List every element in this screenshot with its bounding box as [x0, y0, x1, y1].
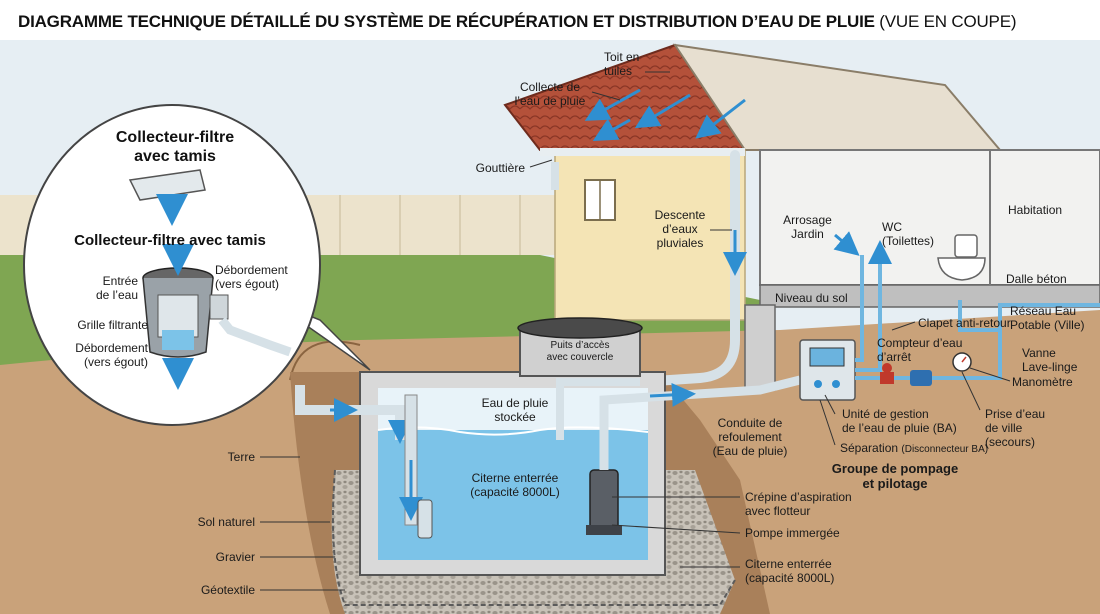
- label-separation-main: Séparation: [840, 441, 899, 455]
- label-reseau: Réseau Eau Potable (Ville): [1010, 304, 1085, 332]
- control-panel-icon: [799, 339, 856, 401]
- pressure-gauge-icon: [952, 352, 972, 372]
- label-dalle: Dalle béton: [1006, 272, 1067, 286]
- inset-heading: Collecteur-filtre avec tamis: [115, 129, 235, 165]
- label-compteur: Compteur d’eau d’arrêt: [877, 336, 963, 364]
- label-separation-detail: (Disconnecteur BA): [901, 444, 989, 455]
- label-terre: Terre: [227, 450, 255, 464]
- pump-icon: [586, 469, 622, 535]
- label-citerne-inside: Citerne enterrée (capacité 8000L): [470, 471, 560, 499]
- label-vanne: Vanne Lave-linge: [1022, 346, 1078, 374]
- label-wc: WC (Toilettes): [882, 220, 935, 248]
- label-sol: Sol naturel: [197, 515, 255, 529]
- label-groupe: Groupe de pompage et pilotage: [831, 461, 959, 491]
- label-pompe: Pompe immergée: [745, 526, 840, 540]
- valve-icon: [880, 363, 894, 384]
- house-interior: [759, 149, 1100, 286]
- title-sub: (VUE EN COUPE): [879, 12, 1017, 31]
- filter-collector-icon: [142, 267, 229, 358]
- inset-label-overflow: Débordement (vers égout): [215, 263, 288, 291]
- label-geotextile: Géotextile: [200, 583, 255, 597]
- label-descente: Descente d’eaux pluviales: [654, 208, 706, 250]
- access-cover: [517, 317, 643, 339]
- inset-heading-2: Collecteur-filtre avec tamis: [74, 232, 266, 249]
- downpipe: [635, 150, 740, 387]
- label-citerne-out: Citerne enterrée (capacité 8000L): [745, 557, 835, 585]
- label-puits: Puits d’accès avec couvercle: [546, 340, 614, 363]
- label-clapet: Clapet anti-retour: [918, 316, 1011, 330]
- geotextile-membrane: [332, 469, 736, 606]
- label-habitation: Habitation: [1008, 203, 1063, 217]
- label-niveau: Niveau du sol: [775, 291, 848, 305]
- label-gouttiere: Gouttière: [475, 161, 525, 175]
- label-conduite: Conduite de refoulement (Eau de pluie): [712, 416, 788, 458]
- roof-flow-arrows: [584, 88, 746, 141]
- label-crepine: Crépine d’aspiration avec flotteur: [745, 490, 852, 518]
- label-separation: Séparation (Disconnecteur BA): [840, 441, 988, 457]
- inset-label-grille: Grille filtrante: [77, 318, 148, 332]
- inset-label-inlet: Entrée de l’eau: [95, 274, 138, 302]
- label-unite: Unité de gestion de l’eau de pluie (BA): [842, 407, 957, 435]
- label-eau-stockee: Eau de pluie stockée: [481, 396, 549, 424]
- supply-pipe-to-wc: [855, 260, 882, 372]
- title-main: DIAGRAMME TECHNIQUE DÉTAILLÉ DU SYSTÈME …: [18, 12, 875, 31]
- label-manometre: Manomètre: [1012, 375, 1073, 389]
- supply-pipe-to-garden: [855, 255, 864, 362]
- label-prise: Prise d’eau de ville (secours): [985, 407, 1046, 449]
- gravel-bed: [331, 470, 735, 614]
- label-gravier: Gravier: [215, 550, 255, 564]
- leader-lines: [260, 71, 1011, 591]
- label-collecte: Collecte de l’eau de pluie: [514, 80, 586, 108]
- label-arrosage: Arrosage Jardin: [783, 213, 832, 241]
- toilet-icon: [937, 234, 986, 281]
- water-meter-icon: [910, 370, 932, 386]
- label-toit: Toit en tuiles: [604, 50, 640, 78]
- inset-label-overflow-2: Débordement (vers égout): [75, 341, 148, 369]
- house-wall: [554, 149, 746, 321]
- diagram-title: DIAGRAMME TECHNIQUE DÉTAILLÉ DU SYSTÈME …: [18, 12, 1016, 32]
- concrete-slab: [759, 284, 1100, 308]
